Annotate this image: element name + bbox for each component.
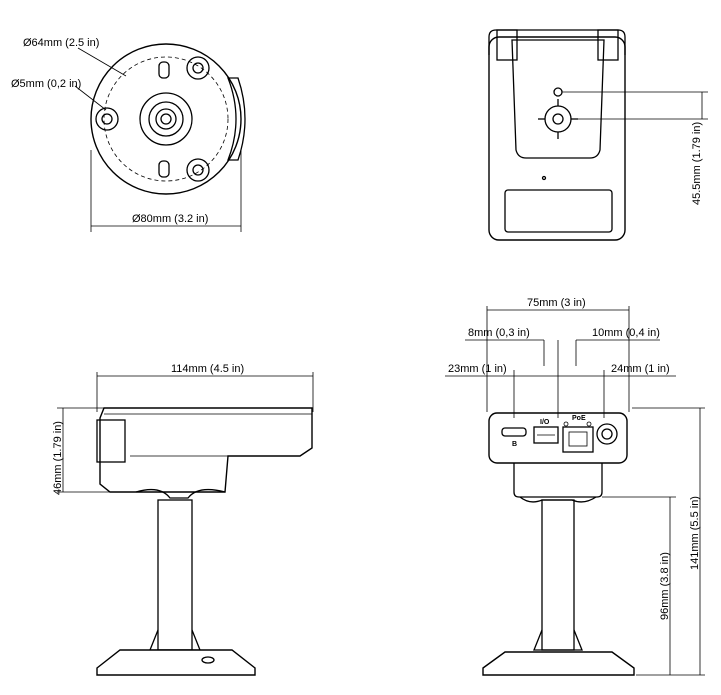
rear-neck <box>513 463 603 498</box>
label-side-height: 46mm (1.79 in) <box>52 421 64 495</box>
microsd-symbol: B <box>512 441 517 448</box>
screw-hole-left <box>95 107 119 131</box>
audio-jack-inner <box>601 428 613 440</box>
label-rear-stand-height: 96mm (3.8 in) <box>659 552 671 620</box>
back-clip-left <box>496 29 518 61</box>
tripod-mount-inner <box>552 113 564 125</box>
poe-port-label: PoE <box>572 415 586 422</box>
label-rear-total-height: 141mm (5.5 in) <box>689 496 701 570</box>
label-rear-left-offset: 23mm (1 in) <box>448 363 507 375</box>
side-stand-pole <box>157 499 193 651</box>
label-rear-right-gap: 10mm (0,4 in) <box>592 327 660 339</box>
poe-led-left <box>563 421 569 427</box>
screw-hole-left-inner <box>101 113 113 125</box>
screw-hole-top <box>186 56 210 80</box>
lens-inner <box>155 108 177 130</box>
label-front-hole-diameter: Ø5mm (0,2 in) <box>11 78 81 90</box>
back-top-lip <box>488 29 626 55</box>
label-back-height: 45.5mm (1.79 in) <box>691 122 703 205</box>
side-stand-base <box>96 649 256 676</box>
audio-jack <box>596 423 618 445</box>
screw-hole-bottom <box>186 158 210 182</box>
screw-hole-bottom-inner <box>192 164 204 176</box>
front-base-flange <box>227 77 246 161</box>
rear-view: B I/O PoE 75mm (3 in) 8mm (0,3 in) 10mm … <box>445 297 705 676</box>
back-body <box>488 36 626 241</box>
poe-port-inner <box>568 431 588 447</box>
io-port-label: I/O <box>540 419 550 426</box>
lens-middle <box>148 101 184 137</box>
poe-led-right <box>586 421 592 427</box>
lens-outer <box>139 92 193 146</box>
side-stand-joint <box>135 488 226 499</box>
side-rear-cap <box>96 419 126 463</box>
poe-ethernet-port <box>562 426 594 453</box>
side-base-hole <box>201 656 215 664</box>
rear-stand-flare <box>533 629 583 651</box>
lens-center <box>160 113 172 125</box>
rear-stand-base <box>482 651 635 676</box>
back-view: 45.5mm (1.79 in) <box>488 29 708 241</box>
status-led <box>541 175 547 181</box>
label-rear-right-offset: 24mm (1 in) <box>611 363 670 375</box>
front-base-circle <box>90 43 242 195</box>
bolt-circle <box>103 56 229 182</box>
slot-bottom <box>158 160 170 178</box>
back-label-area <box>504 189 613 233</box>
back-mount-plate <box>511 39 605 159</box>
leader-5mm <box>74 85 107 111</box>
rear-stand-pole <box>541 499 575 651</box>
label-side-length: 114mm (4.5 in) <box>171 363 244 375</box>
front-view: Ø64mm (2.5 in) Ø5mm (0,2 in) Ø80mm (3.2 … <box>11 37 246 232</box>
label-rear-width: 75mm (3 in) <box>527 297 586 309</box>
slot-top <box>158 61 170 79</box>
label-front-base-diameter: Ø80mm (3.2 in) <box>132 213 208 225</box>
back-clip-right <box>597 29 619 61</box>
microsd-slot <box>501 427 527 437</box>
label-rear-left-gap: 8mm (0,3 in) <box>468 327 530 339</box>
io-port <box>533 426 559 444</box>
side-view: 114mm (4.5 in) 46mm (1.79 in) <box>52 363 314 676</box>
side-body <box>99 407 313 493</box>
label-front-outer-diameter: Ø64mm (2.5 in) <box>23 37 99 49</box>
leader-64mm <box>77 47 127 77</box>
screw-hole-top-inner <box>192 62 204 74</box>
